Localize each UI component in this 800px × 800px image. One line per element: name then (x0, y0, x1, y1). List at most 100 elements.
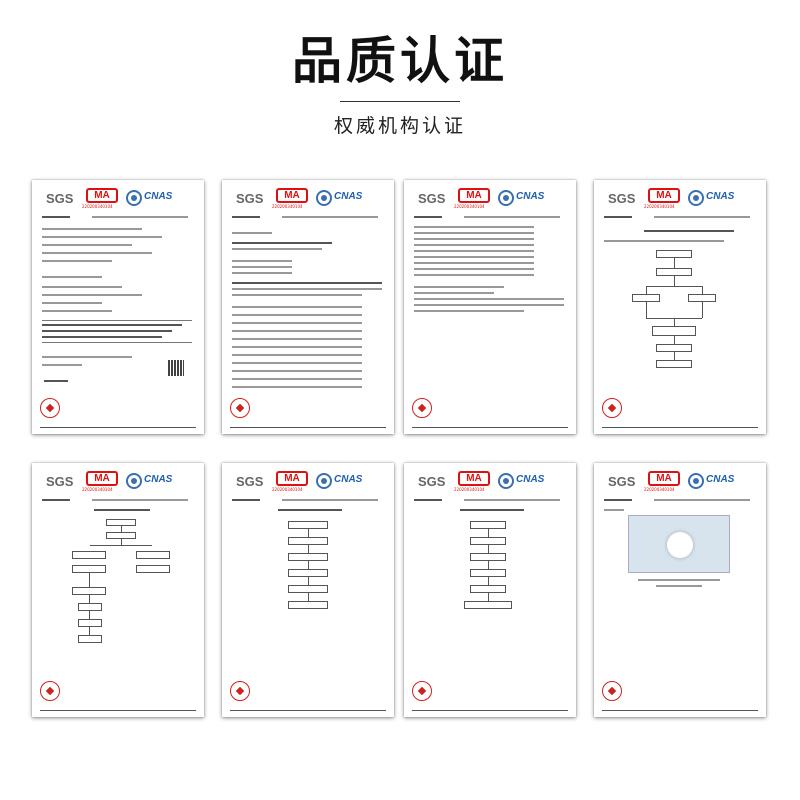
cnas-logo: CNAS (144, 191, 173, 202)
certificate-page-1[interactable]: SGS MA 220200340104 CNAS (32, 180, 204, 434)
flow-step (464, 601, 512, 609)
sgs-logo: SGS (418, 191, 446, 206)
flow-step (470, 569, 506, 577)
sgs-logo: SGS (46, 474, 74, 489)
seal-stamp-icon (602, 398, 622, 418)
cnas-logo: CNAS (334, 191, 363, 202)
logo-row: SGS MA 220200340104 CNAS (230, 188, 386, 210)
certificate-page-7[interactable]: SGS MA 220200340104 CNAS (404, 463, 576, 717)
ma-logo: MA (86, 188, 118, 203)
page-subtitle: 权威机构认证 (333, 115, 466, 137)
page-footer (40, 710, 196, 711)
flow-step (106, 532, 136, 539)
seal-stamp-icon (230, 681, 250, 701)
page-footer (230, 427, 386, 428)
qr-code (168, 360, 184, 376)
ma-number: 220200340104 (644, 204, 675, 209)
ilac-mra-icon (688, 473, 704, 489)
sgs-logo: SGS (608, 191, 636, 206)
flow-step (470, 553, 506, 561)
flow-step (288, 553, 328, 561)
ma-logo: MA (458, 188, 490, 203)
cnas-logo: CNAS (516, 474, 545, 485)
sample-cup-icon (667, 532, 693, 558)
flow-step (470, 585, 506, 593)
flow-step (72, 587, 106, 595)
report-heading (42, 216, 70, 218)
certificate-page-3[interactable]: SGS MA 220200340104 CNAS (404, 180, 576, 434)
seal-stamp-icon (412, 681, 432, 701)
flow-step (78, 635, 102, 643)
page-footer (40, 427, 196, 428)
signature (44, 380, 68, 382)
ilac-mra-icon (316, 473, 332, 489)
flow-step (288, 521, 328, 529)
flow-step (470, 537, 506, 545)
flow-step (106, 519, 136, 526)
ilac-mra-icon (688, 190, 704, 206)
cnas-logo: CNAS (516, 191, 545, 202)
flow-step (470, 521, 506, 529)
ilac-mra-icon (498, 473, 514, 489)
certificate-page-2[interactable]: SGS MA 220200340104 CNAS (222, 180, 394, 434)
logo-row: SGS MA 220200340104 CNAS (602, 471, 758, 493)
seal-stamp-icon (230, 398, 250, 418)
sgs-logo: SGS (46, 191, 74, 206)
ilac-mra-icon (498, 190, 514, 206)
ma-logo: MA (86, 471, 118, 486)
ma-number: 220200340104 (82, 487, 113, 492)
flow-step (78, 603, 102, 611)
logo-row: SGS MA 220200340104 CNAS (40, 471, 196, 493)
ilac-mra-icon (126, 473, 142, 489)
ma-number: 220200340104 (644, 487, 675, 492)
cnas-logo: CNAS (334, 474, 363, 485)
sample-photo (628, 515, 730, 573)
report-number (92, 216, 188, 218)
flow-step (632, 294, 660, 302)
ma-number: 220200340104 (272, 204, 303, 209)
flow-step (136, 565, 170, 573)
flow-step (288, 537, 328, 545)
ilac-mra-icon (126, 190, 142, 206)
logo-row: SGS MA 220200340104 CNAS (412, 471, 568, 493)
page-footer (412, 427, 568, 428)
flow-step (288, 601, 328, 609)
ma-number: 220200340104 (82, 204, 113, 209)
flow-step (72, 565, 106, 573)
sgs-logo: SGS (236, 474, 264, 489)
flow-step (288, 585, 328, 593)
logo-row: SGS MA 220200340104 CNAS (602, 188, 758, 210)
sgs-logo: SGS (418, 474, 446, 489)
ma-logo: MA (648, 471, 680, 486)
logo-row: SGS MA 220200340104 CNAS (412, 188, 568, 210)
flow-step (652, 326, 696, 336)
cnas-logo: CNAS (144, 474, 173, 485)
flow-step (78, 619, 102, 627)
seal-stamp-icon (412, 398, 432, 418)
ma-number: 220200340104 (454, 487, 485, 492)
cnas-logo: CNAS (706, 474, 735, 485)
flow-step (288, 569, 328, 577)
seal-stamp-icon (40, 681, 60, 701)
ma-logo: MA (276, 471, 308, 486)
flow-step (656, 250, 692, 258)
cnas-logo: CNAS (706, 191, 735, 202)
page-footer (230, 710, 386, 711)
flow-step (656, 344, 692, 352)
sgs-logo: SGS (236, 191, 264, 206)
ma-logo: MA (648, 188, 680, 203)
sgs-logo: SGS (608, 474, 636, 489)
ma-logo: MA (276, 188, 308, 203)
certificate-page-6[interactable]: SGS MA 220200340104 CNAS (222, 463, 394, 717)
ma-number: 220200340104 (454, 204, 485, 209)
page-footer (602, 427, 758, 428)
ilac-mra-icon (316, 190, 332, 206)
ma-number: 220200340104 (272, 487, 303, 492)
ma-logo: MA (458, 471, 490, 486)
flow-step (688, 294, 716, 302)
flow-step (656, 360, 692, 368)
certificate-page-5[interactable]: SGS MA 220200340104 CNAS (32, 463, 204, 717)
flow-step (136, 551, 170, 559)
certificate-page-4[interactable]: SGS MA 220200340104 CNAS (594, 180, 766, 434)
certificate-page-8[interactable]: SGS MA 220200340104 CNAS (594, 463, 766, 717)
